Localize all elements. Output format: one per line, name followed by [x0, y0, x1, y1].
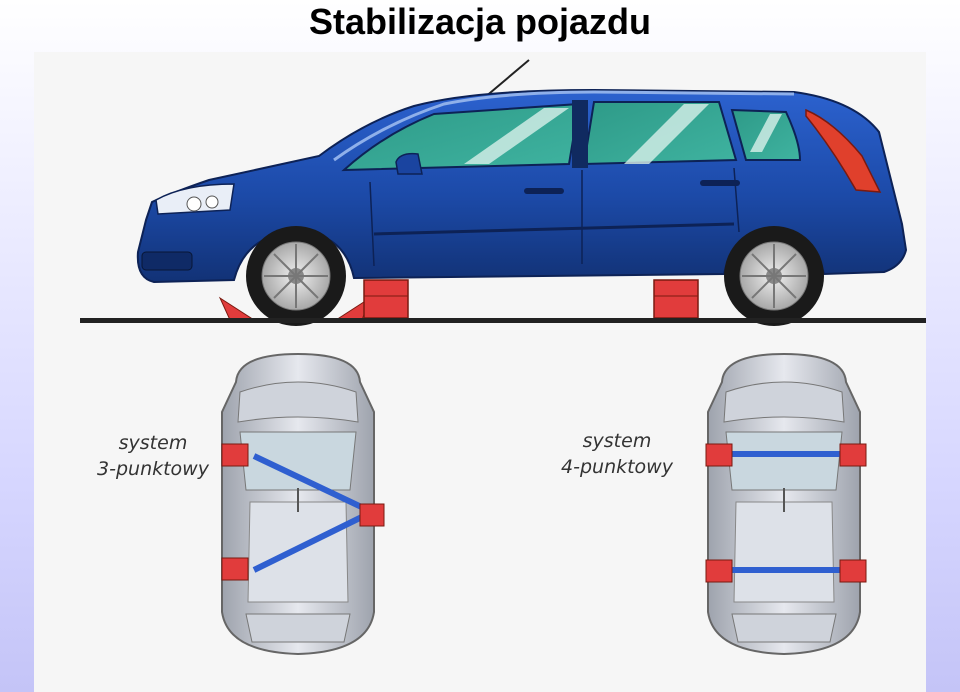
front-wheel [246, 226, 346, 326]
support-point-4p-2 [839, 443, 867, 467]
support-point-3p-1 [221, 443, 249, 467]
illustration-panel: system 3-punktowy system 4-punktowy [34, 52, 926, 692]
label-3-point-system: system 3-punktowy [78, 430, 228, 482]
top-view-4-point [705, 352, 867, 656]
support-block-side-1 [363, 279, 409, 319]
label-4-point-system: system 4-punktowy [542, 428, 692, 480]
label-3-point-line2: 3-punktowy [97, 458, 209, 480]
support-point-4p-4 [839, 559, 867, 583]
rear-wheel [724, 226, 824, 326]
support-point-3p-2 [359, 503, 385, 527]
label-4-point-line2: 4-punktowy [561, 456, 673, 478]
ground-line [80, 318, 926, 323]
label-4-point-line1: system [582, 430, 652, 452]
vehicle-illustration [80, 59, 926, 656]
side-view-car [136, 59, 908, 326]
support-block-side-2 [653, 279, 699, 319]
label-3-point-line1: system [118, 432, 188, 454]
support-point-4p-1 [705, 443, 733, 467]
top-view-3-point [221, 352, 385, 656]
page-title: Stabilizacja pojazdu [308, 1, 652, 42]
support-point-4p-3 [705, 559, 733, 583]
support-point-3p-3 [221, 557, 249, 581]
